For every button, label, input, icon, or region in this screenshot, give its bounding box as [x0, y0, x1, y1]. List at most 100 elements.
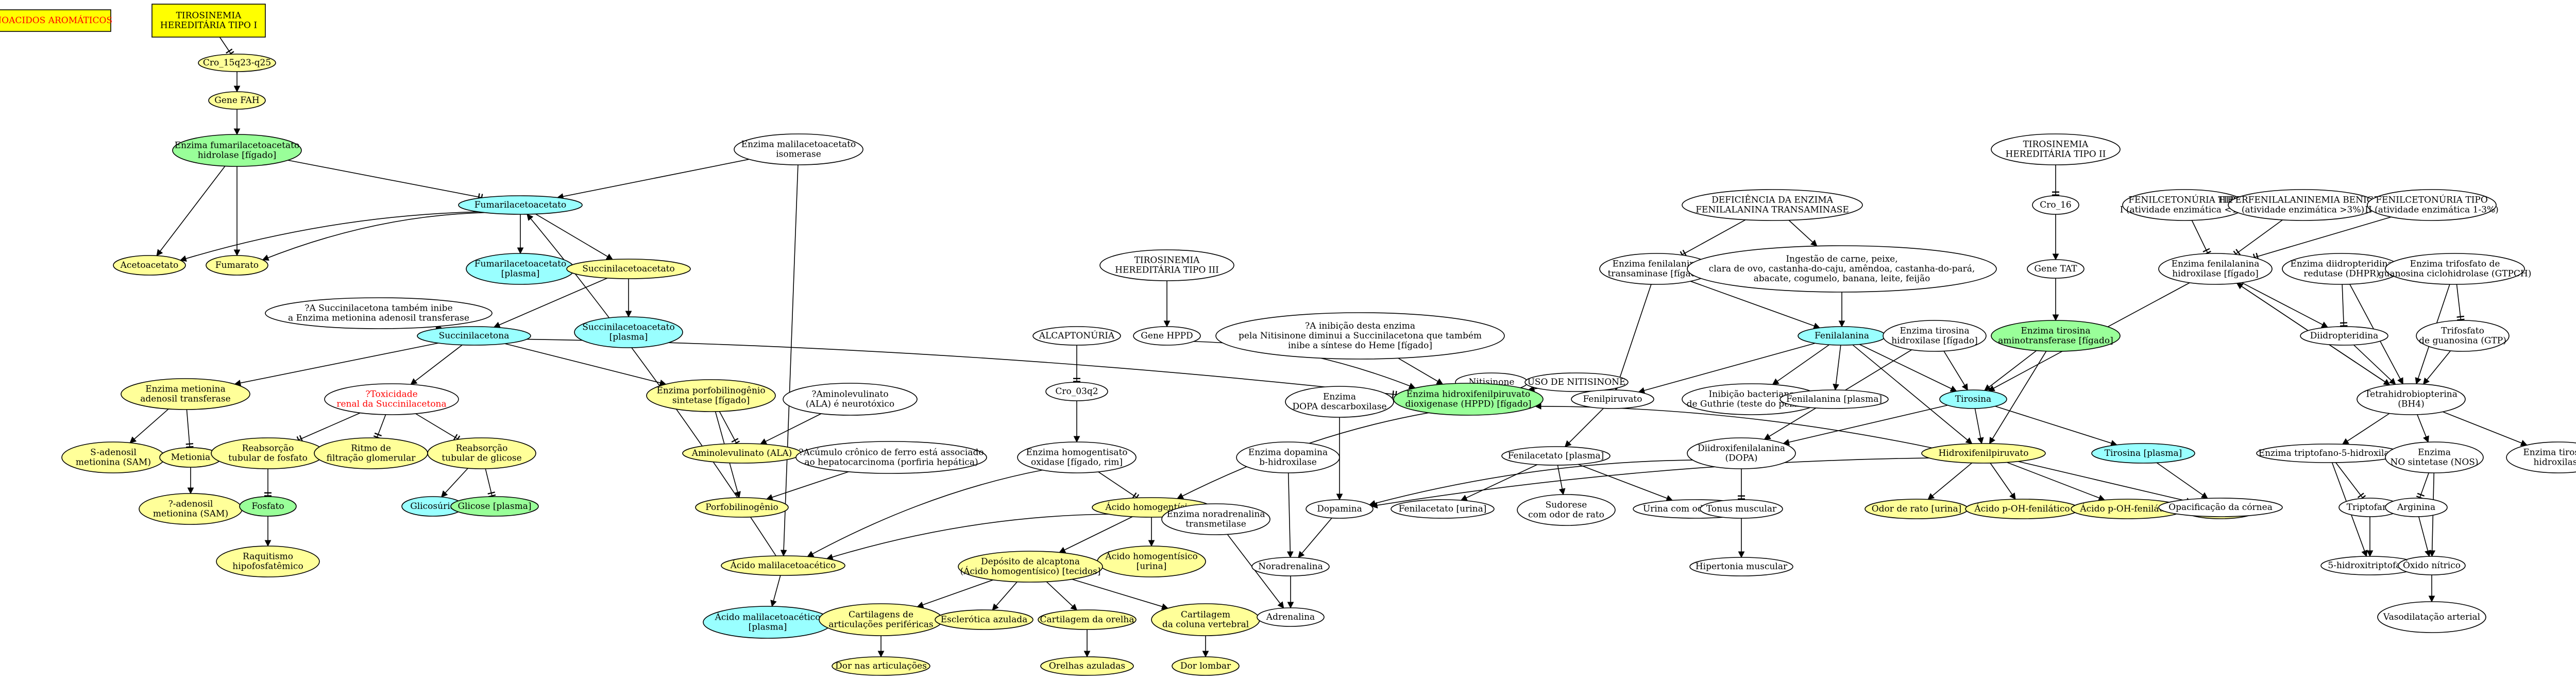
edge-hiperfenil-to-enz_fenil_hidrox [2233, 219, 2283, 258]
node-nota-ferro: ?Acúmulo crônico de ferro está associado… [795, 441, 987, 474]
edge-reab_glicose-to-glicosuria [440, 468, 468, 498]
node-label: Cro_03q2 [1055, 386, 1098, 397]
node-shape [2416, 320, 2510, 352]
edge-hidroxifenilpiruvato-to-odor_rato [1927, 463, 1973, 500]
node-arginina: Arginina [2385, 498, 2448, 517]
node-label: ?-adenosil [168, 499, 213, 509]
node-label: Vasodilatação arterial [2383, 612, 2480, 622]
node-label: (atividade enzimática >3%) [2242, 205, 2364, 215]
edge-succinilacetona-to-porfobilinogenio_sint [504, 343, 667, 386]
node-alcaptonuria: ALCAPTONÚRIA [1032, 326, 1121, 346]
node-label: Raquitismo [243, 552, 293, 562]
node-label: Fenilacetato [plasma] [1508, 451, 1604, 461]
node-label: (ALA) é neurotóxico [806, 399, 894, 410]
node-label: TIROSINEMIA [176, 11, 242, 21]
edge-succinilaceto-to-succinilacetona [493, 278, 608, 328]
node-fenilalanina: Fenilalanina [1798, 326, 1886, 346]
node-label: USO DE NITISINONE [1528, 377, 1626, 387]
edge-succinilacetona-to-enz_met [234, 343, 438, 386]
node-label: Cartilagem da orelha [1040, 615, 1134, 625]
node-shape [1780, 389, 1889, 409]
node-label: Enzima dopamina [1248, 448, 1328, 458]
edge-tirosina-to-dopa [1783, 404, 1948, 446]
node-cro3q: Cro_03q2 [1045, 382, 1108, 401]
node-label: Esclerótica azulada [941, 615, 1027, 625]
node-label: Adrenalina [1266, 612, 1315, 622]
node-label: ao hepatocarcinoma (porfiria hepática) [804, 457, 978, 468]
edge-fenilpiruvato-to-fenilacetato_plasma [1564, 407, 1604, 448]
edge-fenilalanina-to-fenilpiruvato [1638, 343, 1816, 394]
node-shape [1045, 382, 1108, 401]
node-label: Porfobilinogênio [705, 502, 778, 513]
edge-acido_homog-to-acido_malil [826, 514, 1109, 560]
node-shape [1501, 446, 1611, 466]
edge-tox_renal-to-reab_glicose [415, 413, 461, 442]
node-shape [646, 379, 776, 412]
node-shape [198, 54, 276, 72]
edge-acido_malil-to-acido_malil_plasma [770, 575, 781, 607]
node-label: Triptofano [2347, 502, 2393, 513]
node-label: ?Aminolevulinato [811, 389, 888, 400]
edge-arginina-to-oxido [2418, 516, 2431, 557]
edge-hidroxifenilpiruvato-to-dopamina [1370, 457, 1929, 509]
node-acetoacetato: Acetoacetato [113, 255, 186, 276]
node-fosfato: Fosfato [239, 496, 297, 517]
node-label: adenosil transferase [140, 394, 230, 404]
node-shape [2385, 498, 2448, 517]
edge-hidroxifenilpiruvato-to-acido_pOH_lac [1990, 463, 2016, 500]
node-label: isomerase [776, 149, 821, 160]
node-label: clara de ovo, castanha-do-caju, amêndoa,… [1709, 264, 1975, 274]
node-shape [206, 255, 268, 276]
node-label: abacate, cogumelo, banana, leite, feijão [1754, 274, 1930, 284]
node-vasodil: Vasodilatação arterial [2377, 601, 2486, 633]
node-label: hidrolase [fígado] [198, 150, 277, 161]
node-shape [1689, 557, 1793, 576]
node-label: II (atividade enzimática 1-3%) [2365, 205, 2498, 215]
node-label: Enzima porfobilinogênio [656, 386, 765, 396]
node-label: Enzima [1323, 392, 1356, 402]
edge-gtpch-to-gtp [2456, 284, 2465, 321]
node-label: [plasma] [609, 332, 648, 343]
node-fenilpiruvato: Fenilpiruvato [1571, 389, 1654, 409]
edge-diidropteridina-to-bh4 [2353, 344, 2396, 385]
node-odor-rato: Odor de rato [urina] [1865, 499, 1969, 519]
node-shape [216, 546, 320, 577]
node-shape [1032, 326, 1121, 346]
node-label: (Ácido homogentísico) [tecidos] [960, 566, 1101, 577]
edge-enz_fenil_trans-to-fenilalanina [1690, 281, 1821, 329]
edge-fenil_tipo1-to-enz_fenil_hidrox [2191, 220, 2211, 256]
node-porfobilinogenio: Porfobilinogênio [695, 497, 789, 518]
node-aa-aromaticos: AMINOACIDOS AROMÁTICOS [0, 9, 112, 32]
node-label: Inibição bacteriana [1709, 389, 1795, 400]
node-shape [239, 496, 297, 517]
node-label: Gene FAH [214, 95, 259, 106]
node-label: FENILCETONÚRIA TIPO [2128, 195, 2241, 206]
node-shape [2398, 556, 2466, 575]
edge-bh4-to-trip_hidrox [2342, 413, 2390, 445]
node-label: Dor nas articulações [835, 661, 927, 671]
node-label: Cro_15q23-q25 [203, 58, 271, 68]
node-shape [1236, 441, 1340, 473]
edge-enz_met-to-metionina [185, 409, 194, 448]
edge-enz_met-to-sam1 [129, 408, 169, 444]
edge-fenilacetato_plasma-to-fenilacetato_urina [1460, 464, 1538, 501]
node-label: Tetrahidrobiopterina [2365, 389, 2458, 400]
node-shape [2032, 195, 2079, 215]
node-label: Reabsorção [242, 444, 294, 454]
edge-fenilacetato_plasma-to-sudorese [1557, 465, 1566, 496]
node-label: metionina (SAM) [153, 509, 228, 519]
node-label: Enzima hidroxifenilpiruvato [1406, 389, 1530, 400]
edge-enz_homog-to-acido_homog [1098, 471, 1140, 501]
node-label: Ácido malilacetoacético [715, 612, 821, 623]
